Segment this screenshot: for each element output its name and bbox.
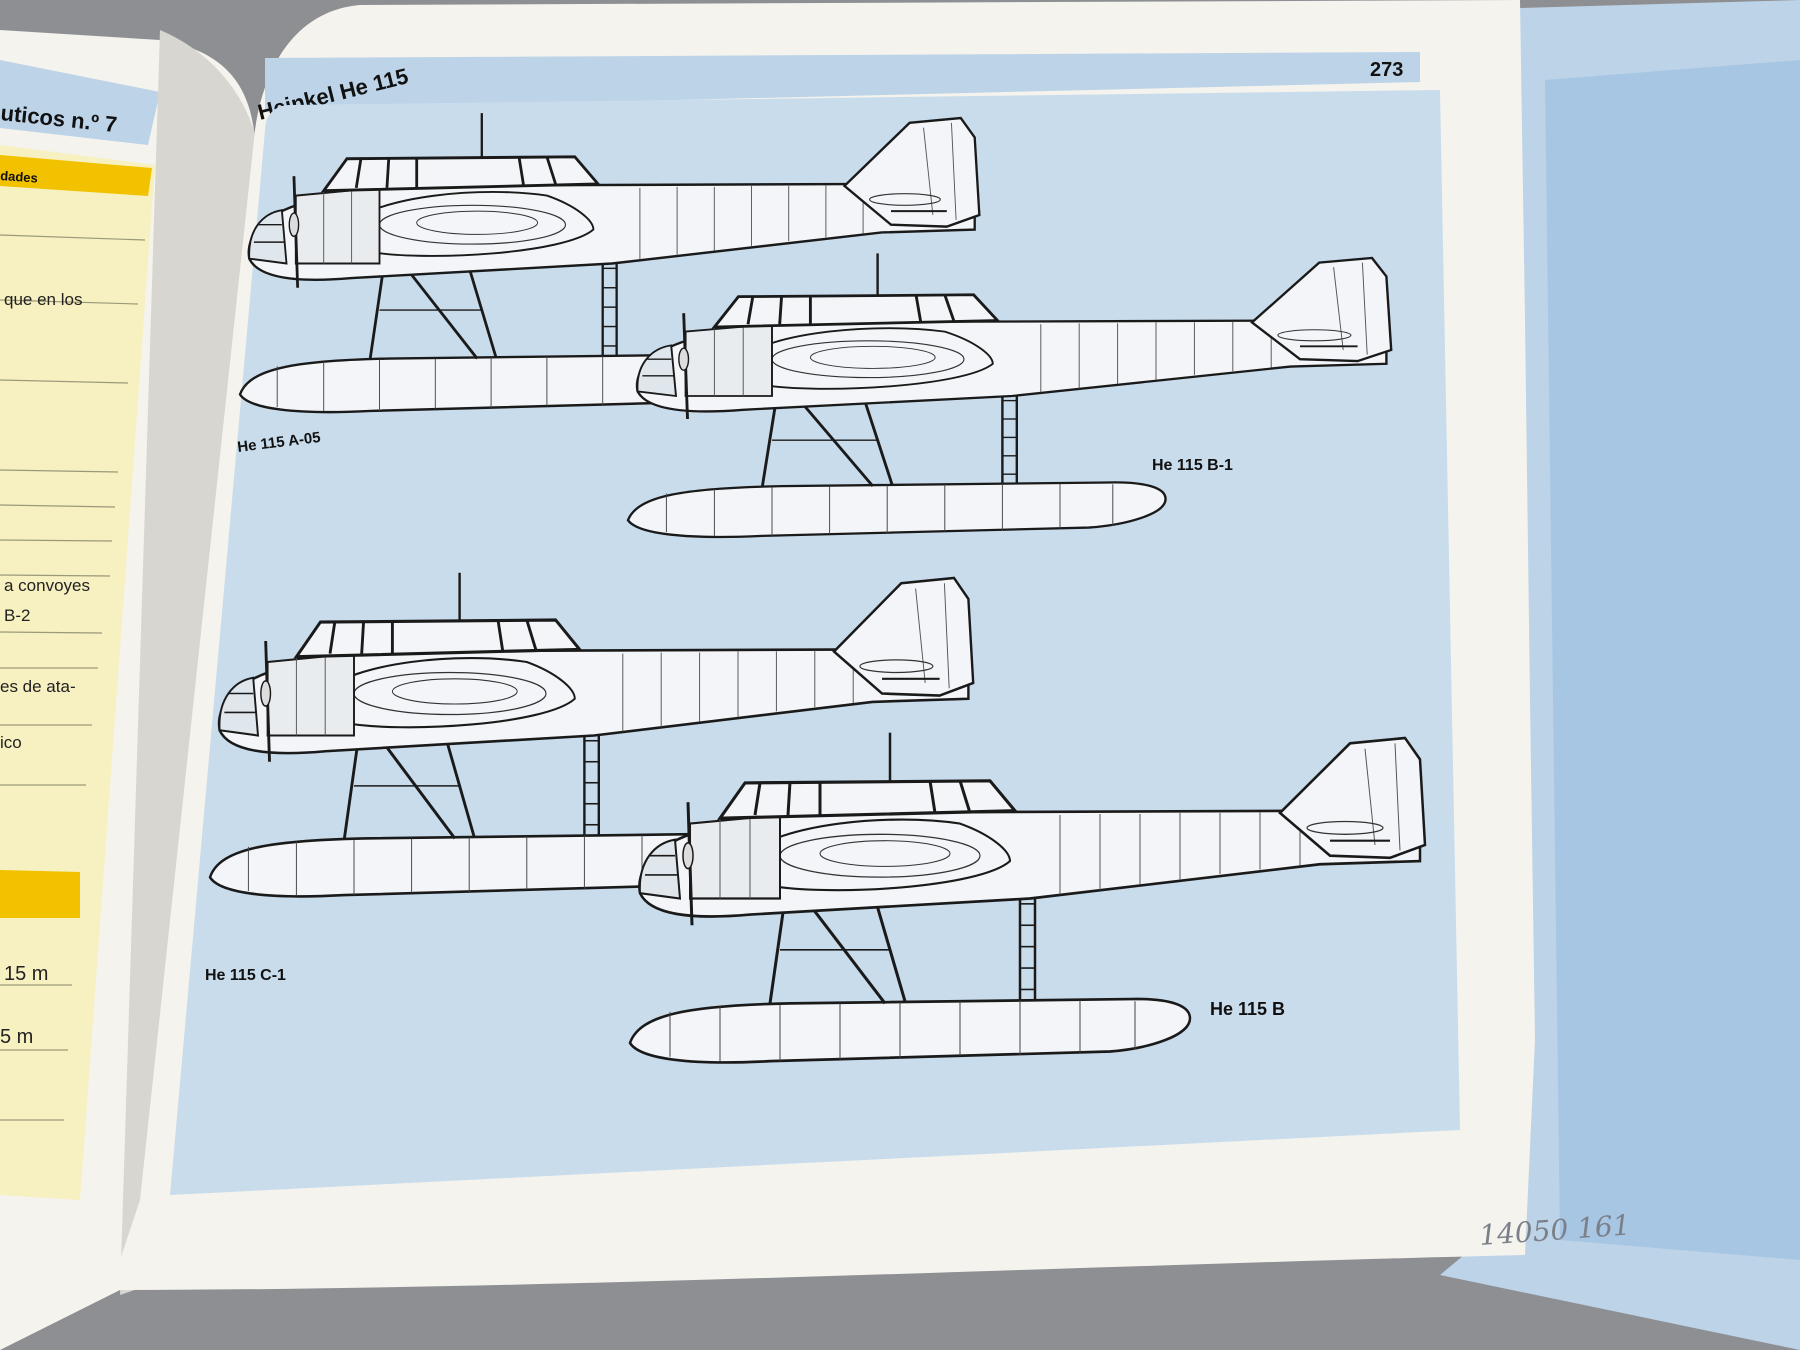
- left-text-4: ico: [0, 733, 22, 752]
- left-ruled-lines: [0, 234, 146, 1121]
- left-text-0: que en los: [4, 290, 82, 309]
- left-measure-0: 15 m: [4, 963, 48, 985]
- right-header-band: [265, 52, 1420, 110]
- left-text-2: B-2: [4, 606, 30, 625]
- left-header-band: [0, 60, 160, 145]
- left-yellow-tab: [0, 155, 152, 196]
- label-he115-c1: He 115 C-1: [205, 967, 286, 984]
- left-yellow-tab-2: [0, 870, 80, 918]
- left-text-1: a convoyes: [4, 576, 90, 595]
- left-section-tab: dades: [0, 168, 38, 186]
- left-text-3: es de ata-: [0, 677, 76, 696]
- label-he115-b1: He 115 B-1: [1152, 457, 1233, 474]
- left-measure-1: 5 m: [0, 1026, 33, 1048]
- blue-cover-inner: [1545, 60, 1800, 1260]
- page-number: 273: [1370, 59, 1403, 81]
- label-he115-b: He 115 B: [1210, 999, 1285, 1019]
- left-yellow-panel: [0, 145, 155, 1200]
